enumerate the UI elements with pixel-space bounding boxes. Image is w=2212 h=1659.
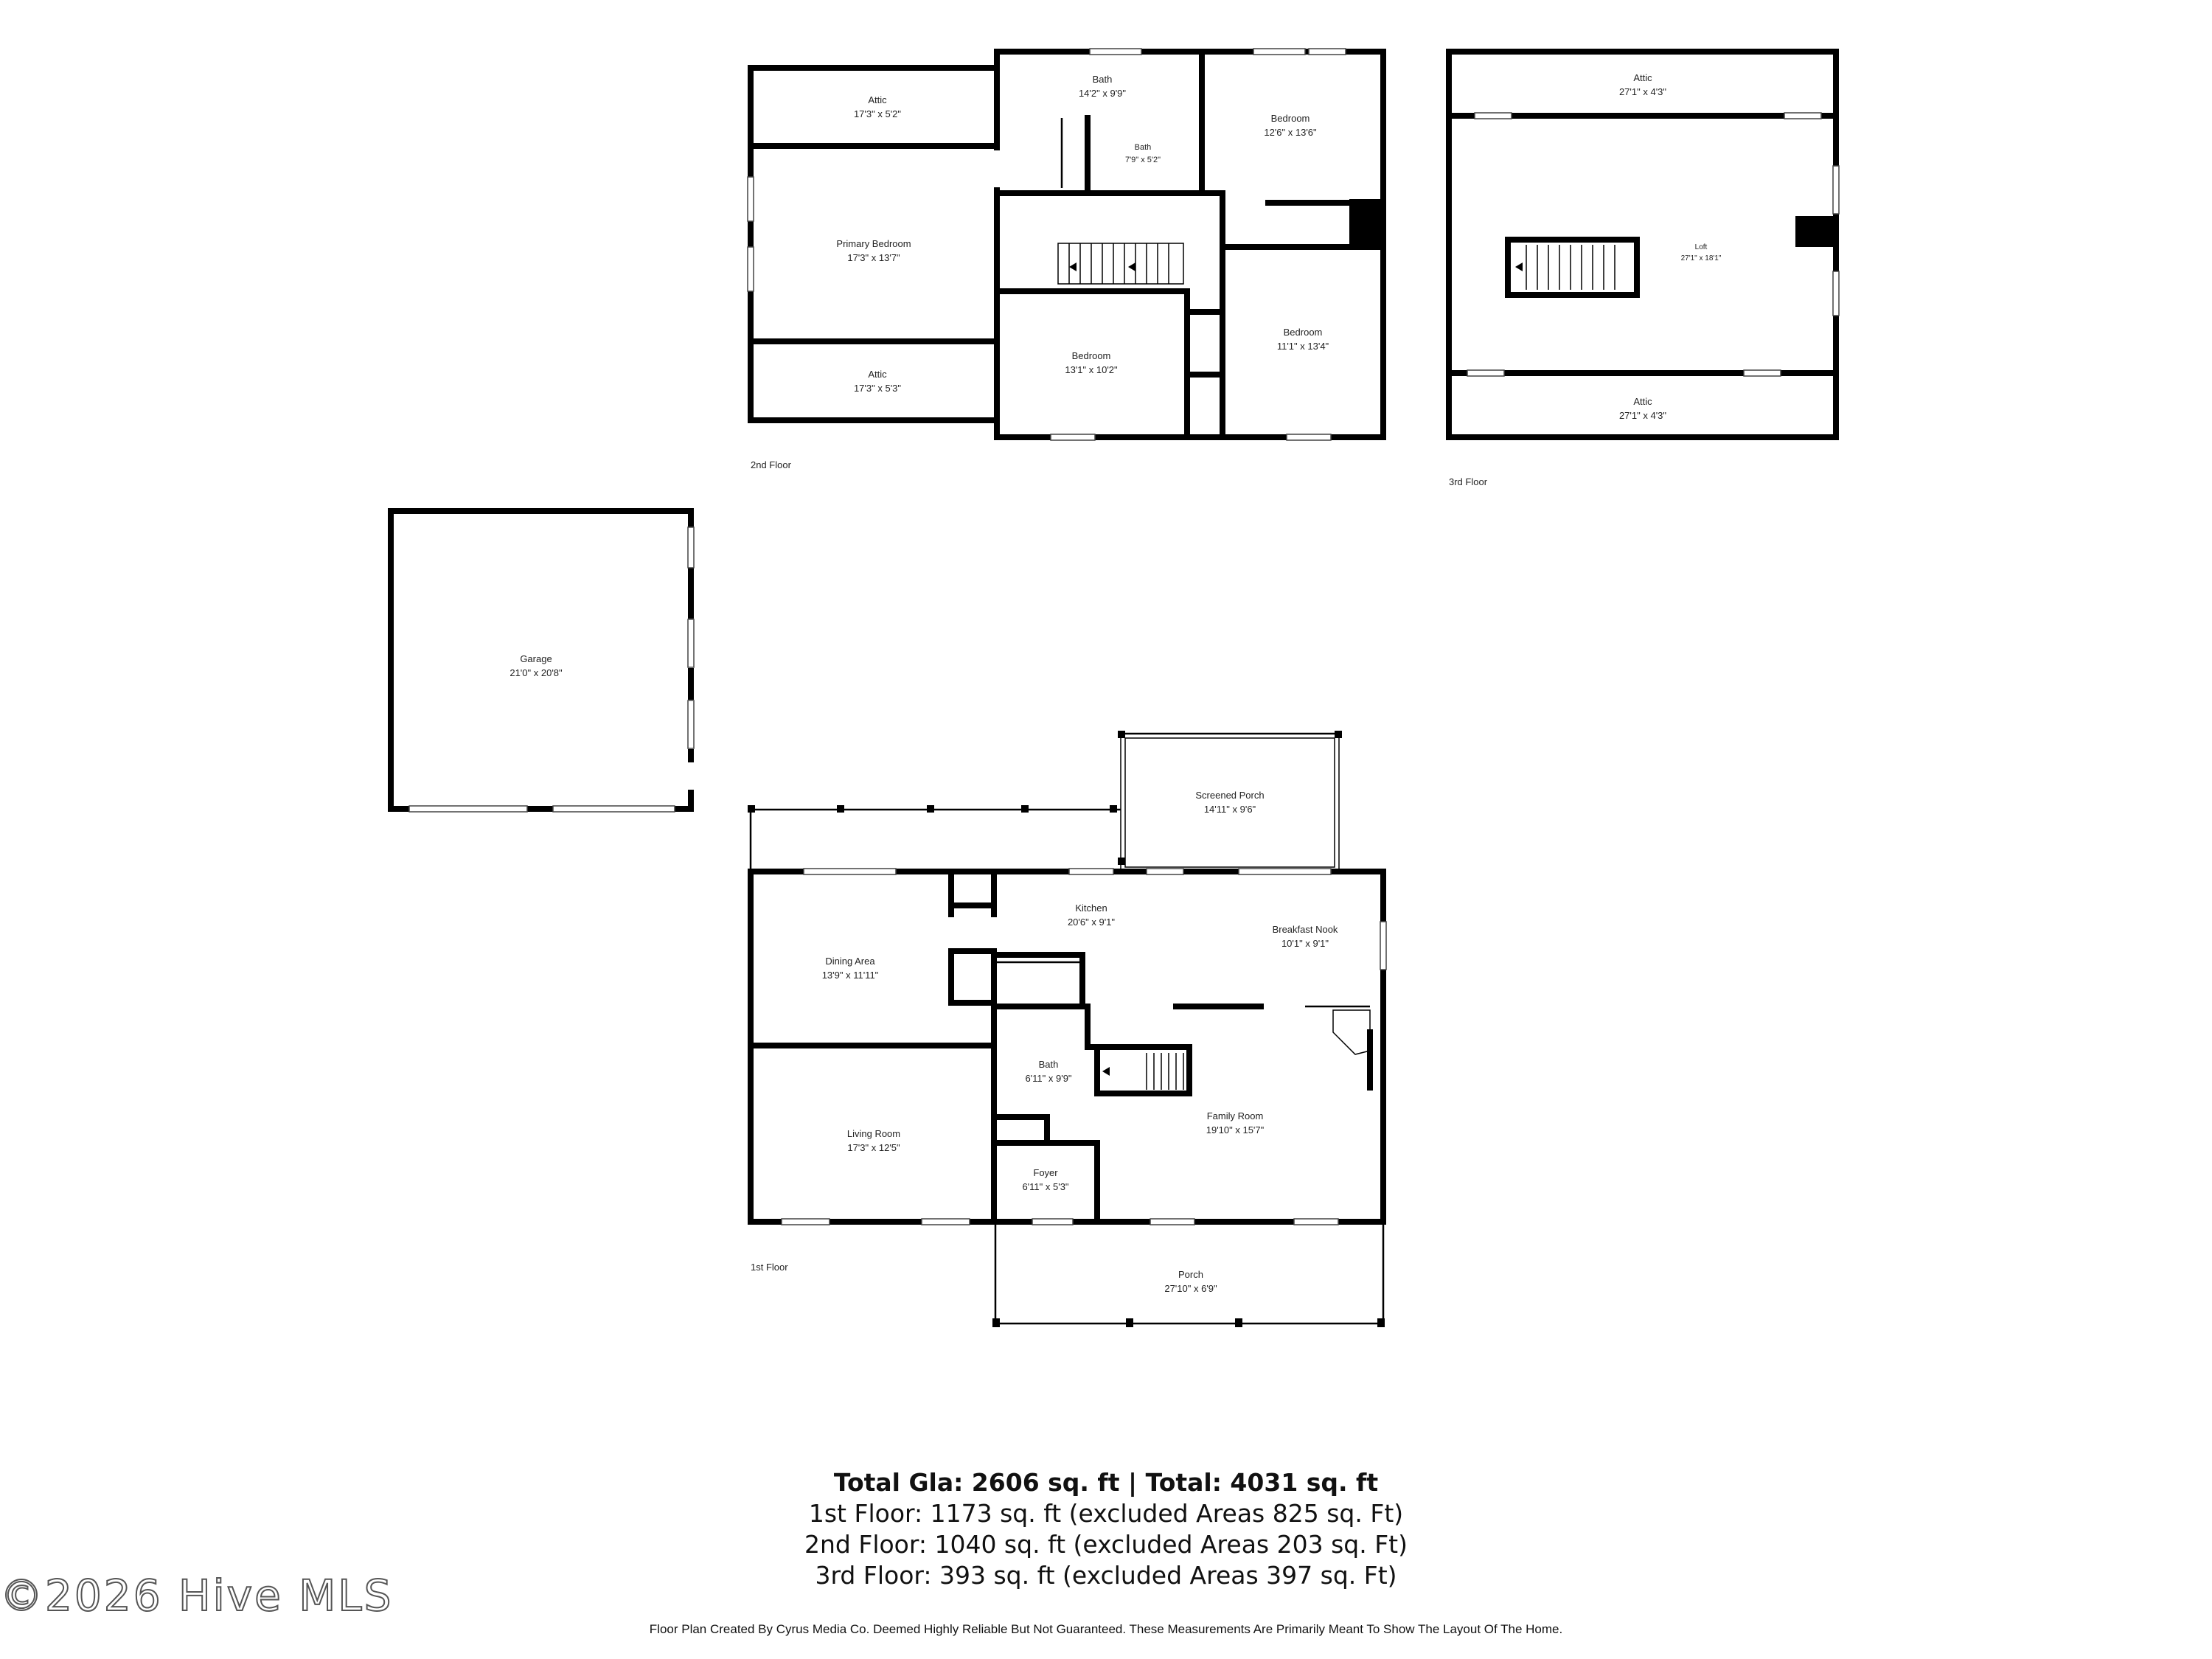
room-name: Attic: [868, 94, 887, 105]
room-name: Attic: [868, 369, 887, 380]
floor-1-area: 1st Floor: 1173 sq. ft (excluded Areas 8…: [808, 1499, 1404, 1528]
room-name: Attic: [1633, 72, 1652, 83]
room-name: Loft: [1695, 243, 1708, 251]
third-floor-plan: Attic 27'1" x 4'3" Loft 27'1" x 18'1" At…: [1446, 49, 1840, 487]
room-name: Kitchen: [1075, 902, 1107, 914]
room-name: Foyer: [1033, 1167, 1058, 1178]
second-floor-stairs: [1057, 243, 1184, 285]
third-floor-stairs: [1505, 237, 1640, 298]
room-name: Bath: [1135, 143, 1152, 152]
room-size: 6'11" x 5'3": [1022, 1181, 1068, 1192]
room-size: 27'1" x 4'3": [1619, 410, 1666, 421]
room-size: 13'9" x 11'11": [822, 970, 879, 981]
room-size: 17'3" x 13'7": [847, 252, 900, 263]
floor-label: 1st Floor: [751, 1262, 788, 1273]
watermark: ©2026 Hive MLS: [0, 1570, 394, 1621]
room-size: 10'1" x 9'1": [1281, 938, 1329, 949]
room-name: Dining Area: [825, 956, 875, 967]
floor-2-area: 2nd Floor: 1040 sq. ft (excluded Areas 2…: [804, 1530, 1408, 1559]
room-size: 13'1" x 10'2": [1065, 364, 1118, 375]
room-size: 27'1" x 4'3": [1619, 86, 1666, 97]
room-name: Living Room: [847, 1128, 900, 1139]
room-name: Bath: [1039, 1059, 1059, 1070]
first-floor-plan: Screened Porch 14'11" x 9'6" Kitchen 20'…: [748, 731, 1387, 1327]
floor-label: 3rd Floor: [1449, 476, 1488, 487]
disclaimer: Floor Plan Created By Cyrus Media Co. De…: [649, 1622, 1563, 1636]
room-name: Porch: [1178, 1269, 1203, 1280]
room-name: Attic: [1633, 396, 1652, 407]
room-size: 12'6" x 13'6": [1264, 127, 1317, 138]
room-size: 14'2" x 9'9": [1079, 88, 1126, 99]
total-area: Total Gla: 2606 sq. ft | Total: 4031 sq.…: [833, 1468, 1379, 1497]
room-size: 6'11" x 9'9": [1025, 1073, 1071, 1084]
room-name: Primary Bedroom: [836, 238, 911, 249]
room-size: 14'11" x 9'6": [1204, 804, 1256, 815]
room-name: Screened Porch: [1195, 790, 1264, 801]
floor-3-area: 3rd Floor: 393 sq. ft (excluded Areas 39…: [815, 1561, 1397, 1590]
room-name: Family Room: [1207, 1110, 1264, 1121]
first-floor-stairs: [1102, 1053, 1184, 1090]
second-floor-plan: Attic 17'3" x 5'2" Bath 14'2" x 9'9" Bed…: [747, 48, 1386, 470]
room-size: 19'10" x 15'7": [1206, 1124, 1265, 1135]
room-size: 27'1" x 18'1": [1681, 254, 1722, 262]
room-size: 17'3" x 5'3": [854, 383, 901, 394]
floor-label: 2nd Floor: [751, 459, 792, 470]
room-name: Bedroom: [1284, 327, 1323, 338]
room-name: Garage: [520, 653, 552, 664]
room-size: 11'1" x 13'4": [1277, 341, 1329, 352]
room-name: Bedroom: [1271, 113, 1310, 124]
room-size: 17'3" x 5'2": [854, 108, 901, 119]
room-name: Breakfast Nook: [1273, 924, 1338, 935]
room-name: Bedroom: [1072, 350, 1111, 361]
room-size: 20'6" x 9'1": [1068, 917, 1115, 928]
room-size: 27'10" x 6'9": [1164, 1283, 1217, 1294]
room-size: 17'3" x 12'5": [847, 1142, 900, 1153]
area-summary: Total Gla: 2606 sq. ft | Total: 4031 sq.…: [0, 1467, 2212, 1591]
room-size: 7'9" x 5'2": [1125, 156, 1161, 164]
room-name: Bath: [1093, 74, 1113, 85]
room-size: 21'0" x 20'8": [509, 667, 563, 678]
garage-plan: Garage 21'0" x 20'8": [388, 508, 695, 813]
